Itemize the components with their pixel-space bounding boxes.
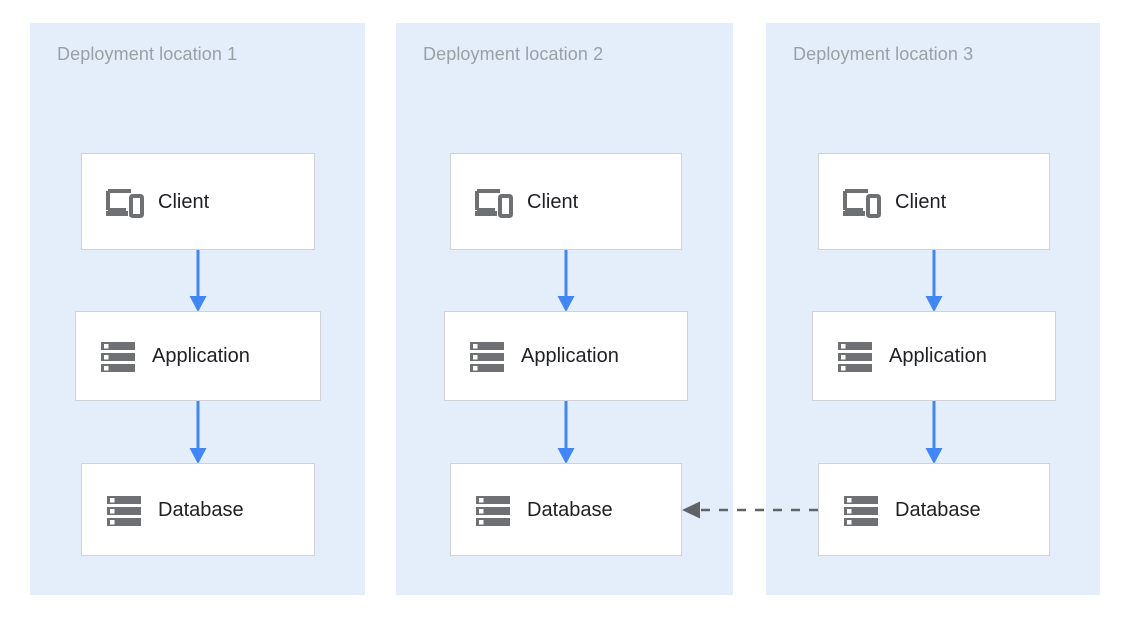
server-icon xyxy=(838,342,872,372)
node-label: Application xyxy=(521,345,619,367)
node-client-2[interactable]: Client xyxy=(450,153,682,250)
devices-icon xyxy=(106,188,144,218)
server-icon xyxy=(107,495,141,526)
devices-icon xyxy=(843,188,881,218)
node-client-3[interactable]: Client xyxy=(818,153,1050,250)
server-icon xyxy=(470,342,504,372)
connector-application-2-to-database-2 xyxy=(557,401,575,464)
node-database-3[interactable]: Database xyxy=(818,463,1050,556)
connector-client-3-to-application-3 xyxy=(925,250,943,312)
server-icon xyxy=(844,495,878,526)
connector-application-1-to-database-1 xyxy=(189,401,207,464)
node-database-2[interactable]: Database xyxy=(450,463,682,556)
node-label: Client xyxy=(158,190,210,213)
node-application-1[interactable]: Application xyxy=(75,311,321,401)
node-label: Application xyxy=(152,345,250,367)
node-label: Database xyxy=(158,498,244,521)
node-label: Database xyxy=(895,498,981,521)
devices-icon xyxy=(475,188,513,218)
connector-client-1-to-application-1 xyxy=(189,250,207,312)
node-label: Database xyxy=(527,498,613,521)
node-label: Client xyxy=(895,190,947,213)
panel-title: Deployment location 2 xyxy=(423,44,604,64)
panel-title: Deployment location 3 xyxy=(793,44,974,64)
node-application-3[interactable]: Application xyxy=(812,311,1056,401)
server-icon xyxy=(476,495,510,526)
node-label: Client xyxy=(527,190,579,213)
node-application-2[interactable]: Application xyxy=(444,311,688,401)
panel-title: Deployment location 1 xyxy=(57,44,238,64)
connector-database-3-to-database-2 xyxy=(682,501,818,519)
server-icon xyxy=(101,342,135,372)
node-client-1[interactable]: Client xyxy=(81,153,315,250)
connector-application-3-to-database-3 xyxy=(925,401,943,464)
node-database-1[interactable]: Database xyxy=(81,463,315,556)
node-label: Application xyxy=(889,345,987,367)
connector-client-2-to-application-2 xyxy=(557,250,575,312)
